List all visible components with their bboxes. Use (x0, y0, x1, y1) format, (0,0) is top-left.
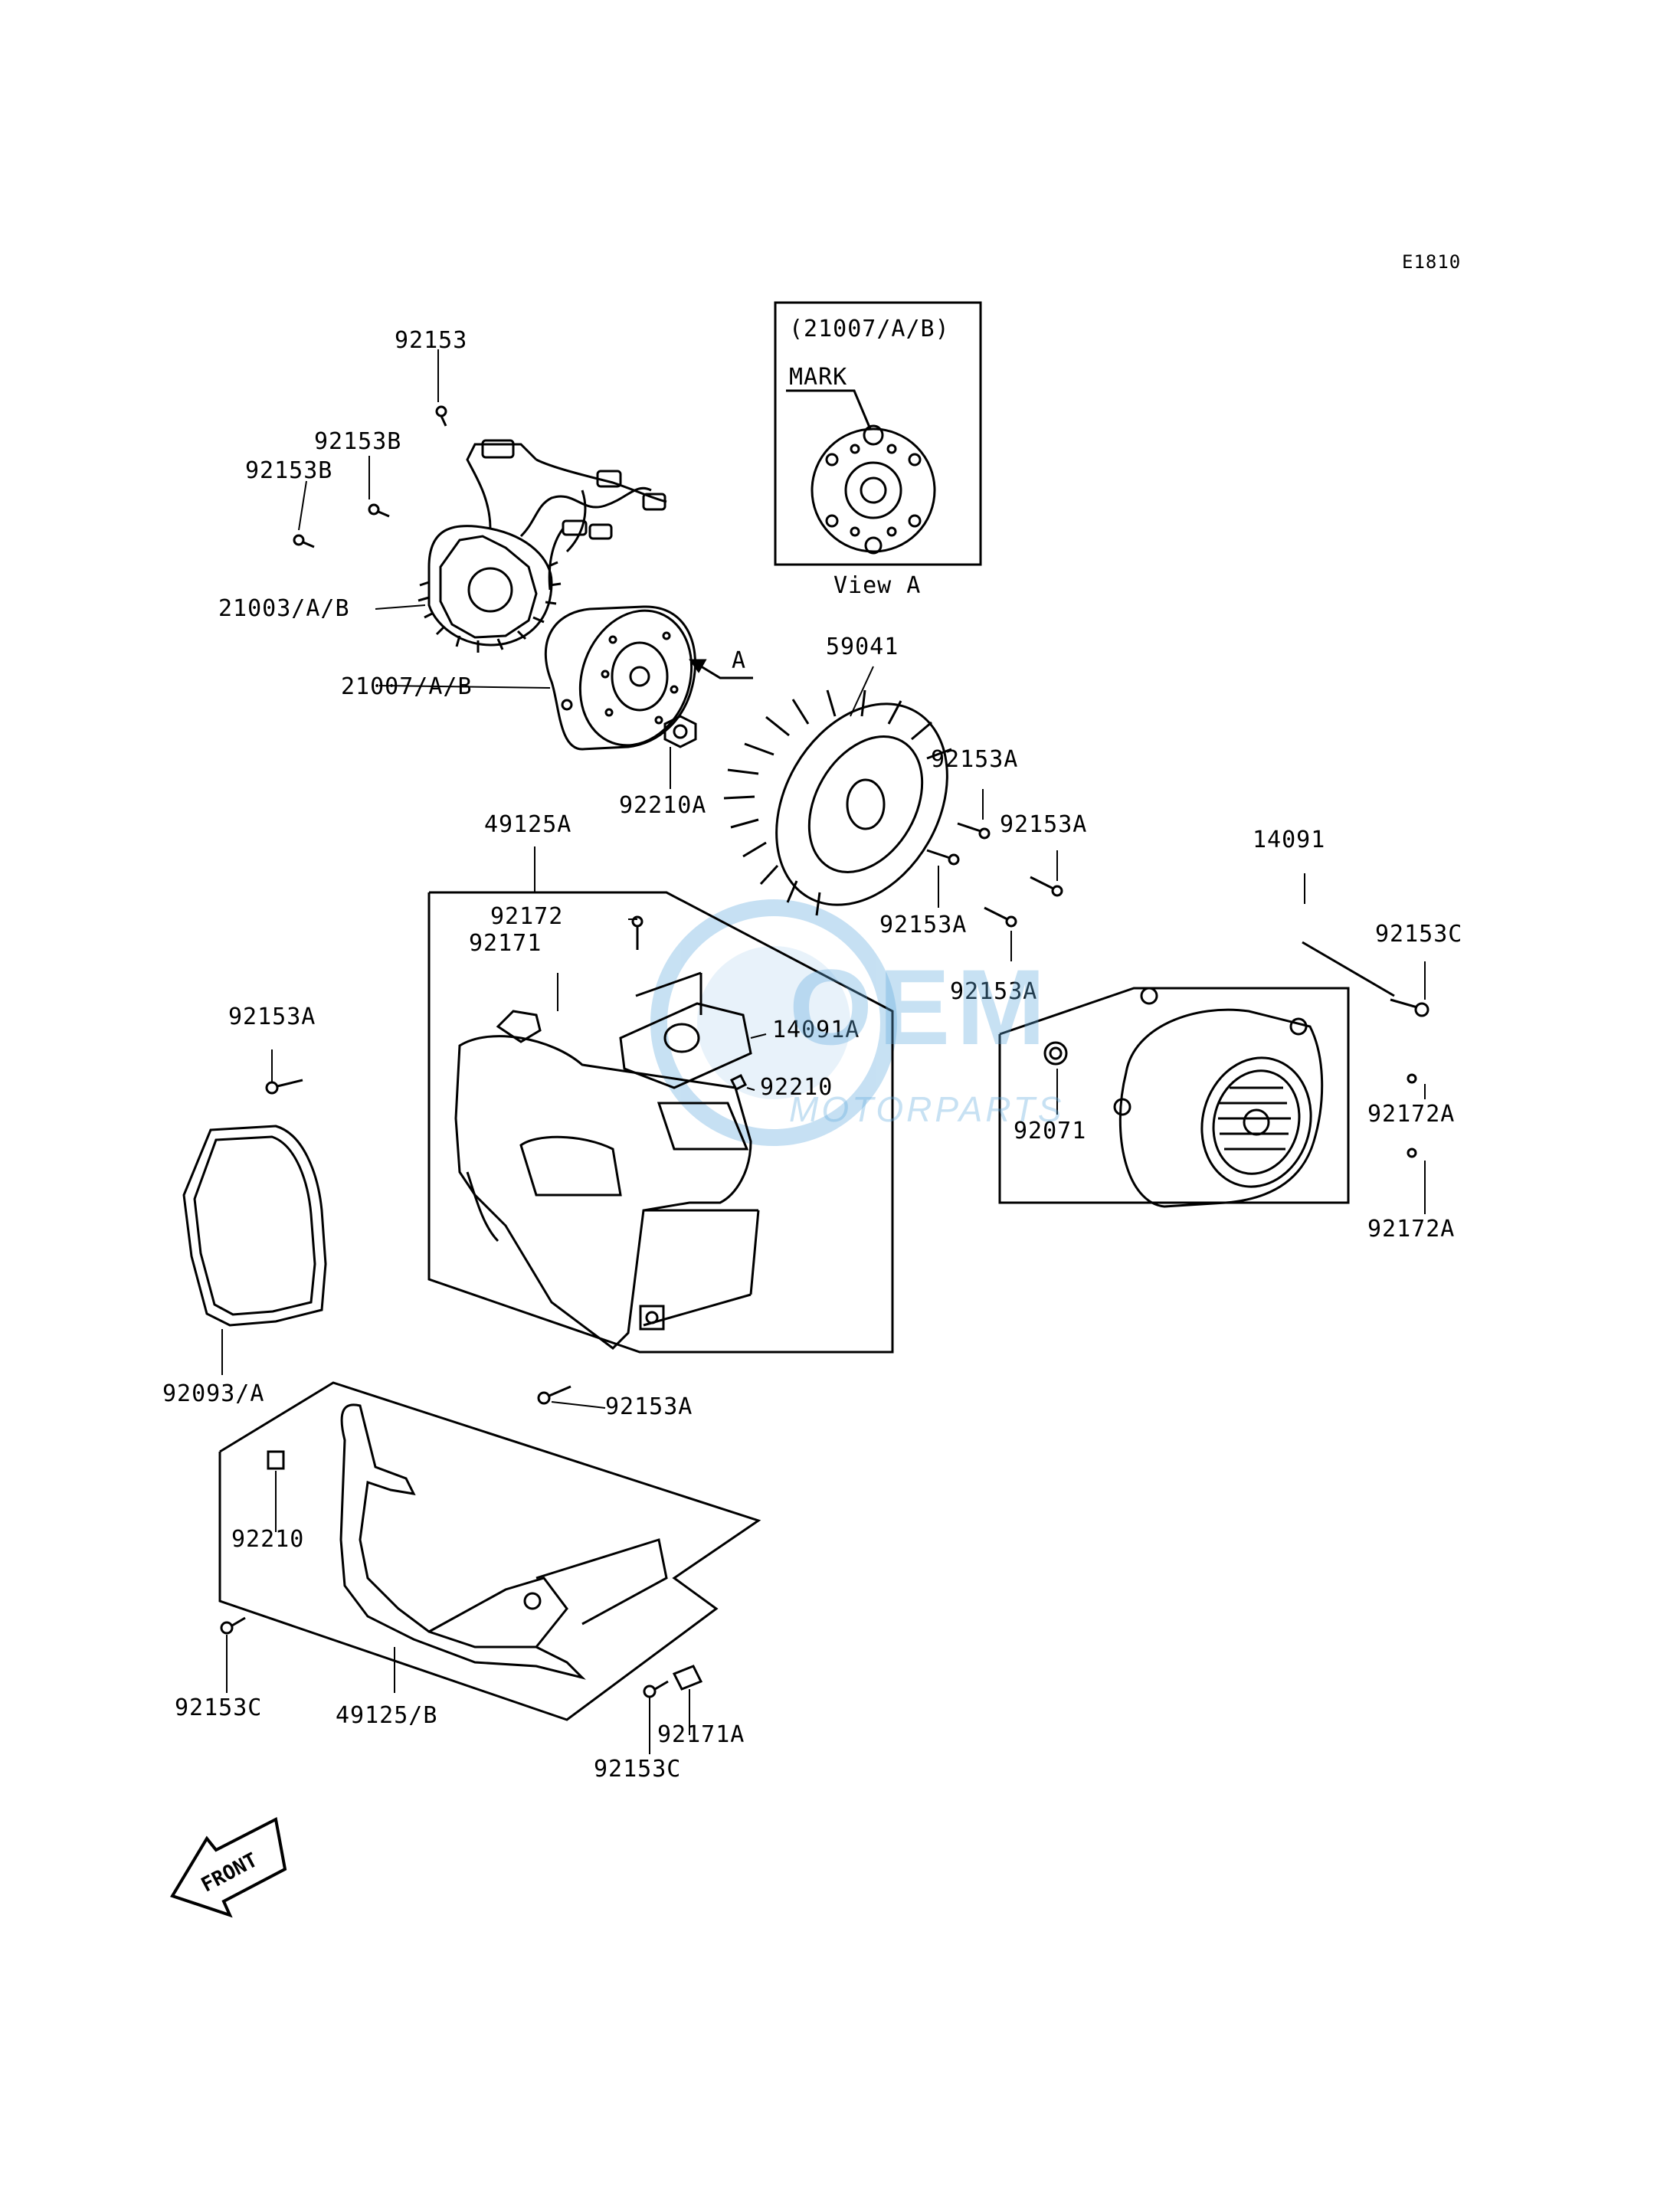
part-92153B-lower: 92153B (245, 457, 333, 484)
gasket (182, 1079, 327, 1327)
part-92153A-fan-3: 92153A (879, 912, 968, 938)
view-a-pointer (689, 659, 753, 679)
cover-14091a-parts (496, 915, 752, 1092)
part-92172A-upper: 92172A (1367, 1101, 1456, 1128)
flywheel (544, 605, 696, 751)
shroud-bolt (537, 1385, 571, 1405)
part-92172A-lower: 92172A (1367, 1216, 1456, 1243)
part-92153C-left: 92153C (175, 1694, 263, 1721)
part-59041: 59041 (826, 634, 899, 660)
shroud-b-group (218, 1381, 761, 1721)
view-pointer-label: A (732, 647, 747, 674)
part-92153C-right: 92153C (1375, 921, 1463, 948)
leader-lines (221, 349, 1426, 1754)
part-21007: 21007/A/B (341, 673, 473, 700)
stator-bolts (293, 405, 447, 548)
part-92153A-fan-2: 92153A (1000, 811, 1088, 838)
part-92093: 92093/A (162, 1380, 265, 1407)
part-92171A: 92171A (657, 1721, 745, 1748)
part-92210A: 92210A (619, 792, 707, 819)
part-92171: 92171 (469, 930, 542, 957)
part-14091A: 14091A (772, 1017, 860, 1043)
shroud-a-group (427, 891, 894, 1354)
part-92153C-bottom: 92153C (594, 1756, 682, 1783)
fan-bolts (926, 822, 1063, 928)
part-49125A: 49125A (484, 811, 572, 838)
flywheel-nut (663, 715, 697, 748)
part-92153A-fan-1: 92153A (931, 746, 1019, 773)
stator-assembly (418, 439, 667, 653)
part-92172: 92172 (490, 903, 564, 930)
front-arrow (170, 1816, 287, 1918)
part-14091: 14091 (1253, 827, 1326, 853)
part-92071: 92071 (1014, 1118, 1087, 1144)
part-21003: 21003/A/B (218, 595, 350, 622)
part-92153: 92153 (395, 327, 468, 354)
view-a-inset (774, 301, 982, 566)
view-box-mark-label: MARK (789, 364, 848, 391)
part-92210-lower: 92210 (231, 1526, 305, 1553)
watermark-sub-text: MOTORPARTS (789, 1089, 1065, 1129)
diagram-code: E1810 (1402, 251, 1462, 273)
fan-cover-group (998, 941, 1429, 1208)
part-92153A-left: 92153A (228, 1004, 316, 1030)
watermark-logo-text: OEM (789, 947, 1052, 1067)
cooling-fan (723, 689, 952, 916)
part-92153B-upper: 92153B (314, 428, 402, 455)
part-49125B: 49125/B (336, 1702, 438, 1729)
view-box-caption: View A (833, 572, 922, 599)
part-92153A-shroud: 92153A (605, 1393, 693, 1420)
view-box-title: (21007/A/B) (789, 316, 950, 342)
part-92210-upper: 92210 (760, 1074, 833, 1101)
part-92153A-fan-4: 92153A (950, 978, 1038, 1005)
